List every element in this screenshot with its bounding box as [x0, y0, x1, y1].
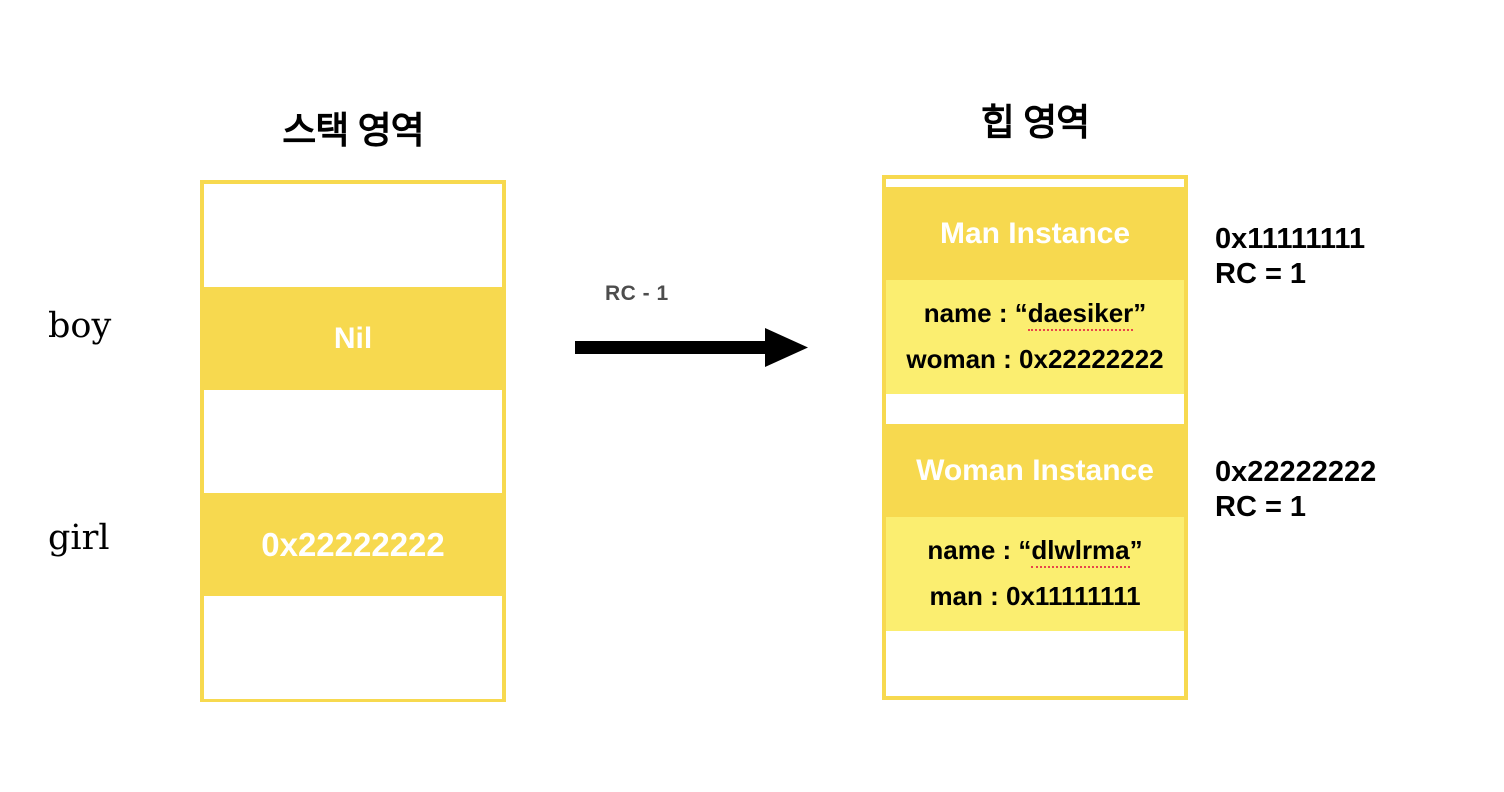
stack-slot-empty-top: [204, 184, 502, 287]
refcount-value: RC = 1: [1215, 258, 1307, 291]
right-arrow-icon: [575, 328, 808, 367]
field-value-misspelled: dlwlrma: [1031, 535, 1130, 568]
field-suffix: ”: [1129, 535, 1143, 565]
instance-field-reference: man : 0x11111111: [886, 573, 1184, 619]
heap-instance-woman: Woman Instance name : “dlwlrma” man : 0x…: [886, 424, 1184, 631]
stack-slot-boy: Nil: [204, 287, 502, 390]
instance-body: name : “daesiker” woman : 0x22222222: [886, 280, 1184, 394]
heap-region-box: Man Instance name : “daesiker” woman : 0…: [882, 175, 1188, 700]
stack-slot-value: Nil: [333, 321, 373, 355]
instance-header: Woman Instance: [886, 424, 1184, 517]
variable-label-boy: boy: [48, 306, 112, 346]
field-prefix: man : 0x11111111: [929, 581, 1141, 611]
stack-region-title: 스택 영역: [282, 110, 424, 151]
arrow-label-rc-decrement: RC - 1: [605, 282, 669, 305]
variable-label-girl: girl: [48, 518, 110, 558]
refcount-value: RC = 1: [1215, 491, 1307, 524]
transition-arrow-group: RC - 1: [575, 282, 810, 372]
stack-slot-empty-middle: [204, 390, 502, 493]
address-value: 0x22222222: [1215, 456, 1377, 488]
heap-region-title: 힙 영역: [980, 102, 1090, 143]
heap-instance-man: Man Instance name : “daesiker” woman : 0…: [886, 187, 1184, 394]
stack-region-box: Nil 0x22222222: [200, 180, 506, 702]
field-suffix: ”: [1133, 298, 1147, 328]
instance-header: Man Instance: [886, 187, 1184, 280]
instance-field-name: name : “daesiker”: [886, 290, 1184, 336]
instance-body: name : “dlwlrma” man : 0x11111111: [886, 517, 1184, 631]
stack-slot-girl: 0x22222222: [204, 493, 502, 596]
stack-slot-value: 0x22222222: [261, 525, 445, 563]
instance-field-reference: woman : 0x22222222: [886, 336, 1184, 382]
field-prefix: name : “: [923, 298, 1028, 328]
field-prefix: name : “: [927, 535, 1032, 565]
address-value: 0x11111111: [1215, 223, 1366, 255]
heap-instance-separator: [886, 394, 1184, 424]
instance-field-name: name : “dlwlrma”: [886, 527, 1184, 573]
instance-title: Man Instance: [939, 216, 1131, 250]
address-annotation-man: 0x11111111 RC = 1: [1215, 222, 1365, 293]
field-prefix: woman : 0x22222222: [906, 344, 1164, 374]
address-annotation-woman: 0x22222222 RC = 1: [1215, 455, 1376, 526]
instance-title: Woman Instance: [916, 453, 1154, 487]
stack-slot-empty-bottom: [204, 596, 502, 699]
field-value-misspelled: daesiker: [1027, 298, 1134, 331]
